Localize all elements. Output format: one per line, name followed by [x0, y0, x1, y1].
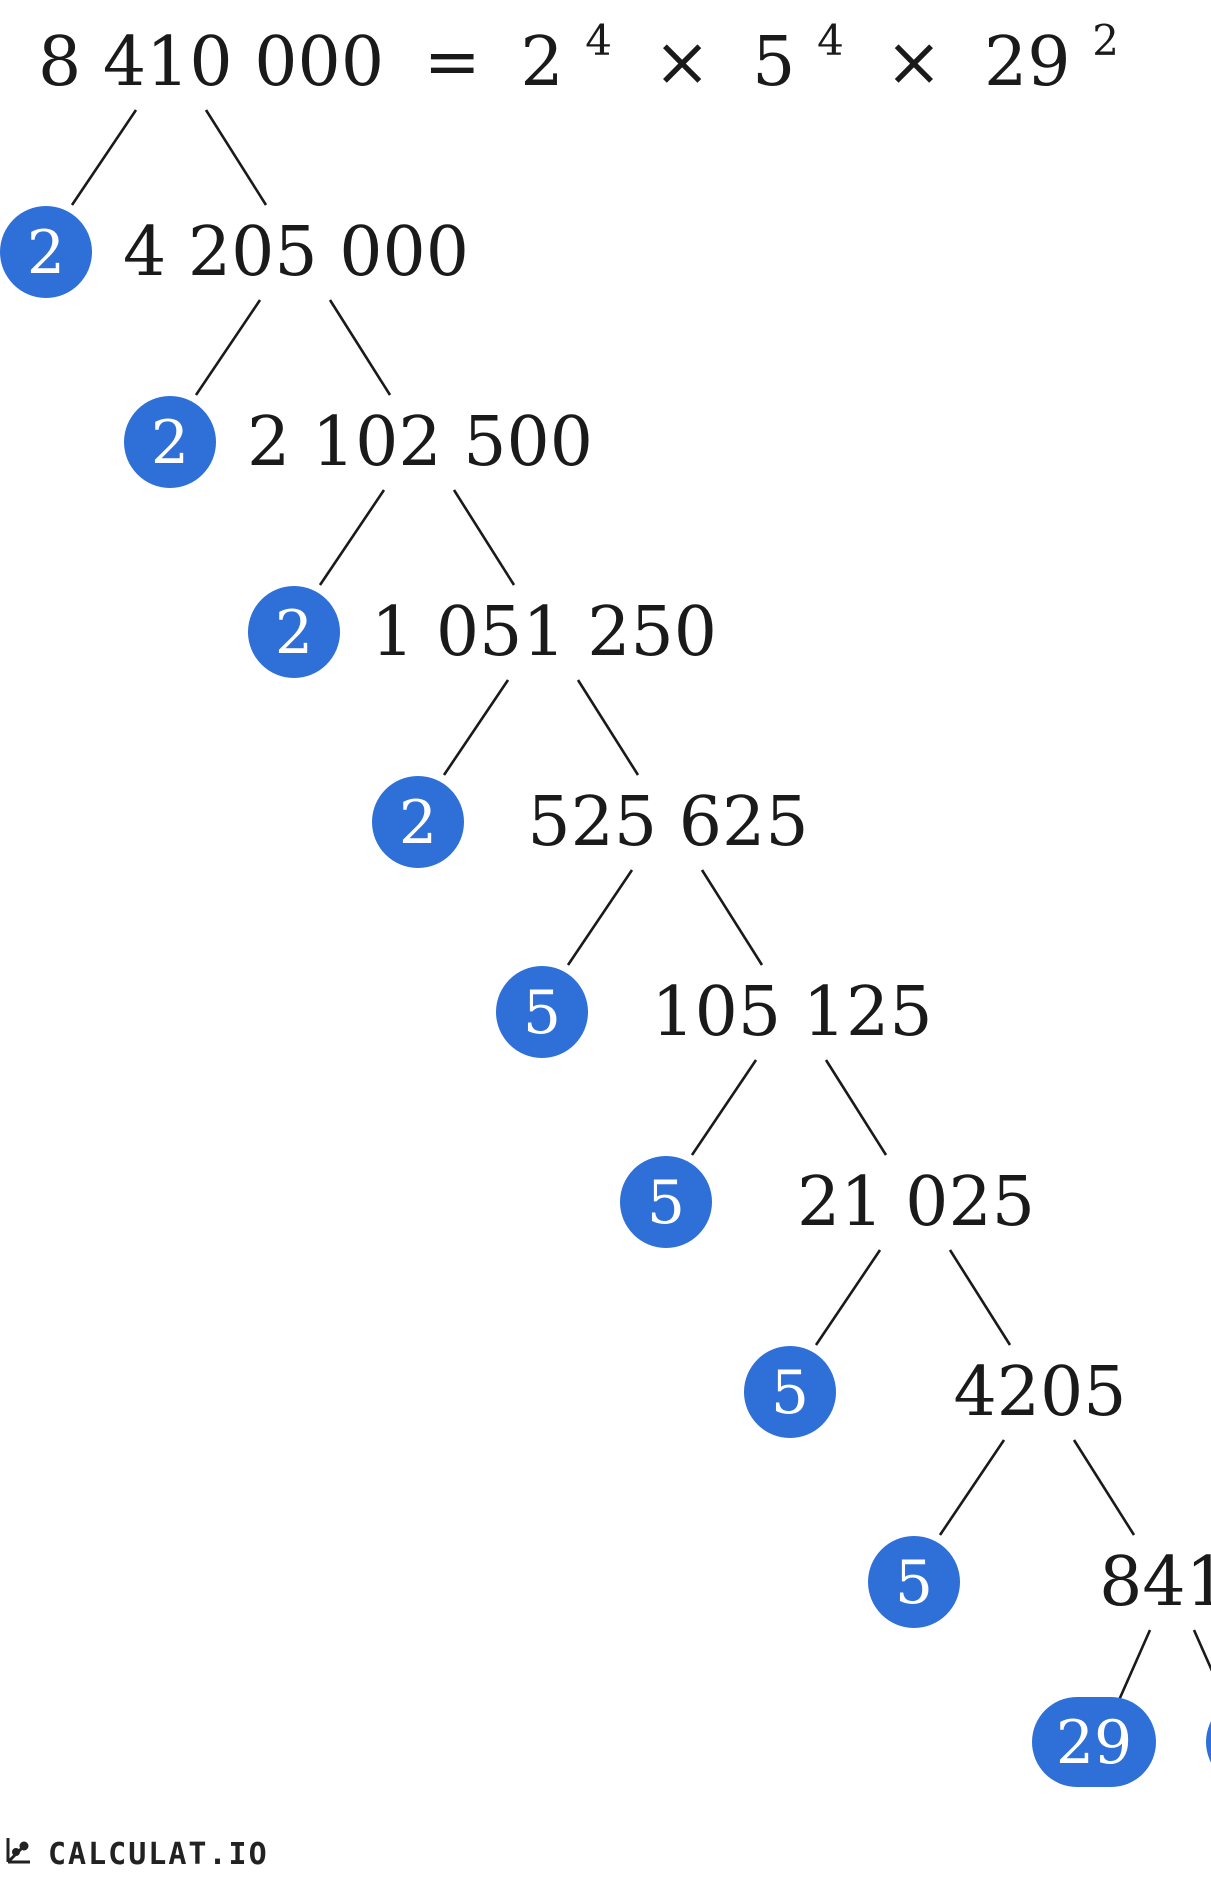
quotient-node: 1 051 250: [371, 593, 717, 672]
factor-badge: [496, 966, 588, 1058]
header-exp-1: 4: [585, 16, 612, 65]
header-base-2: 5: [752, 23, 795, 102]
factor-value: 5: [523, 978, 561, 1048]
branch-left: [194, 299, 262, 396]
branch-right: [948, 1249, 1012, 1346]
factor-badge: [868, 1536, 960, 1628]
equals-sign: =: [424, 23, 481, 102]
branch-left: [814, 1249, 882, 1346]
factor-value: 5: [647, 1168, 685, 1238]
prime-factor-node: 2: [124, 396, 216, 488]
logo-icon: [6, 1838, 30, 1864]
header-exp-2: 4: [817, 16, 844, 65]
branch-right: [576, 679, 640, 776]
factor-badge: [0, 206, 92, 298]
factor-badge: [1206, 1721, 1211, 1763]
branch-left: [690, 1059, 758, 1156]
factorization-equation: 8 410 000 = 2 4 × 5 4 × 29 2: [38, 0, 1119, 102]
quotient-node: 105 125: [651, 973, 932, 1052]
factor-value: 29: [1056, 1708, 1132, 1778]
branch-left: [70, 109, 138, 206]
prime-factor-node: 5: [496, 966, 588, 1058]
factor-value: 5: [771, 1358, 809, 1428]
factor-badge: [744, 1346, 836, 1438]
branch-left: [318, 489, 386, 586]
times-sign-1: ×: [654, 23, 711, 102]
branch-left: [566, 869, 634, 966]
quotient-node: 2 102 500: [247, 403, 593, 482]
branch-left: [442, 679, 510, 776]
factor-value: 2: [27, 218, 65, 288]
factor-value: 2: [399, 788, 437, 858]
logo-text: CALCULAT.IO: [48, 1837, 269, 1872]
prime-factor-node: 2: [372, 776, 464, 868]
prime-factor-node: 5: [620, 1156, 712, 1248]
factor-badge: [248, 586, 340, 678]
quotient-node: 841: [1099, 1543, 1211, 1622]
header-base-3: 29: [984, 23, 1071, 102]
factor-badge: [124, 396, 216, 488]
factor-badge: [1032, 1697, 1156, 1787]
factor-value: 5: [895, 1548, 933, 1618]
factor-badge: [620, 1156, 712, 1248]
quotient-node: 4 205 000: [123, 213, 469, 292]
header-number: 8 410 000: [38, 23, 384, 102]
quotient-node: 4205: [953, 1353, 1126, 1432]
prime-factor-node: 5: [744, 1346, 836, 1438]
branch-right: [328, 299, 392, 396]
prime-factor-node: 2: [248, 586, 340, 678]
branch-right: [452, 489, 516, 586]
calculat-logo: CALCULAT.IO: [6, 1837, 269, 1872]
tree-levels: 2 4 205 000 2 2 102 500 2 1 051 250 2 525 625 5 1…: [0, 109, 1211, 1787]
quotient-node: 525 625: [527, 783, 808, 862]
factor-badge: [372, 776, 464, 868]
times-sign-2: ×: [885, 23, 942, 102]
branch-right: [824, 1059, 888, 1156]
branch-right: [204, 109, 268, 206]
quotient-node: 21 025: [797, 1163, 1035, 1242]
prime-factor-node: 2: [0, 206, 92, 298]
factor-value: 2: [275, 598, 313, 668]
prime-factor-node-final-1: 29: [1032, 1697, 1156, 1787]
header-base-1: 2: [520, 23, 563, 102]
header-exp-3: 2: [1092, 16, 1119, 65]
prime-factor-node-final-2: 29: [1206, 1721, 1211, 1763]
branch-right: [1192, 1629, 1211, 1672]
prime-factor-node: 5: [868, 1536, 960, 1628]
factor-value: 2: [151, 408, 189, 478]
branch-left: [938, 1439, 1006, 1536]
branch-right: [1072, 1439, 1136, 1536]
branch-right: [700, 869, 764, 966]
